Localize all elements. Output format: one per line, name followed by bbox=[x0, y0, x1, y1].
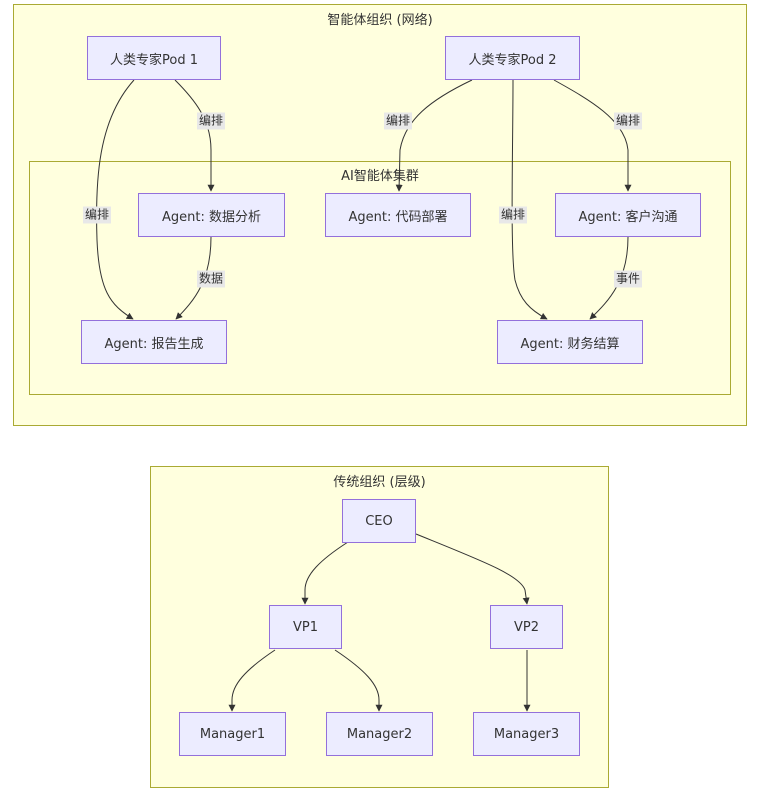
node-manager2[interactable]: Manager2 bbox=[326, 712, 433, 756]
edge-label-analysis-report: 数据 bbox=[196, 270, 226, 288]
node-manager1[interactable]: Manager1 bbox=[179, 712, 286, 756]
ai-agent-cluster-title: AI智能体集群 bbox=[341, 169, 419, 184]
node-agent-customer-comm[interactable]: Agent: 客户沟通 bbox=[555, 193, 701, 237]
node-ceo[interactable]: CEO bbox=[342, 499, 416, 543]
node-agent-code-deploy[interactable]: Agent: 代码部署 bbox=[325, 193, 471, 237]
node-vp2[interactable]: VP2 bbox=[490, 605, 563, 649]
node-agent-data-analysis[interactable]: Agent: 数据分析 bbox=[138, 193, 285, 237]
edge-label-pod2-customer: 编排 bbox=[613, 112, 643, 130]
edge-label-customer-finance: 事件 bbox=[613, 270, 643, 288]
node-human-pod-1[interactable]: 人类专家Pod 1 bbox=[87, 36, 221, 80]
edge-label-pod1-report: 编排 bbox=[82, 206, 112, 224]
node-vp1[interactable]: VP1 bbox=[269, 605, 342, 649]
node-agent-report[interactable]: Agent: 报告生成 bbox=[81, 320, 227, 364]
edge-label-pod2-finance: 编排 bbox=[498, 206, 528, 224]
hierarchy-org-title: 传统组织 (层级) bbox=[333, 475, 426, 490]
node-manager3[interactable]: Manager3 bbox=[473, 712, 580, 756]
node-human-pod-2[interactable]: 人类专家Pod 2 bbox=[445, 36, 580, 80]
edge-label-pod2-deploy: 编排 bbox=[383, 112, 413, 130]
node-agent-finance[interactable]: Agent: 财务结算 bbox=[497, 320, 643, 364]
network-org-title: 智能体组织 (网络) bbox=[327, 13, 433, 28]
edge-label-pod1-analysis: 编排 bbox=[196, 112, 226, 130]
